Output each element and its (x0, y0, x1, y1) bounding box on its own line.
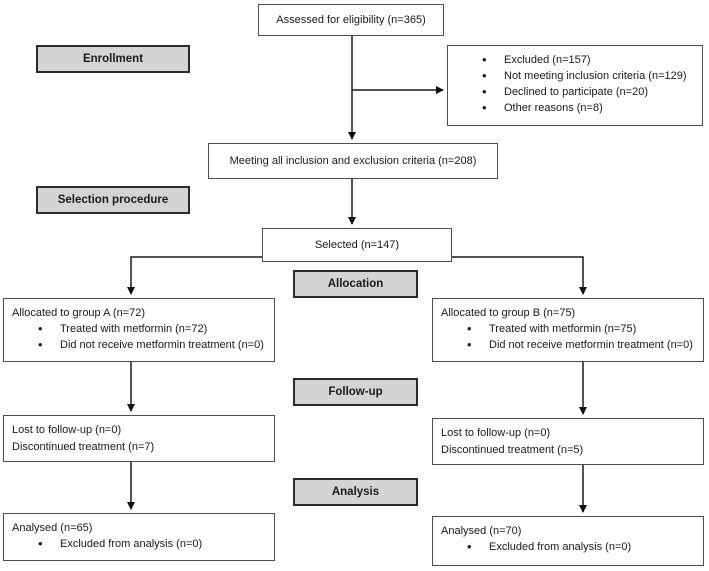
stage-analysis: Analysis (293, 478, 418, 506)
analysed-a-box: Analysed (n=65) Excluded from analysis (… (3, 513, 275, 561)
stage-allocation: Allocation (293, 270, 418, 298)
meeting-criteria-text: Meeting all inclusion and exclusion crit… (229, 155, 477, 167)
followup-a-box: Lost to follow-up (n=0) Discontinued tre… (3, 415, 275, 462)
analysed-a-title: Analysed (n=65) (12, 522, 93, 534)
assessed-box: Assessed for eligibility (n=365) (258, 4, 444, 36)
stage-allocation-text: Allocation (327, 278, 384, 290)
group-b-item: Did not receive metformin treatment (n=0… (467, 337, 695, 353)
connector-selected-to-group-b (452, 256, 587, 295)
stage-selection-procedure: Selection procedure (36, 186, 190, 214)
followup-a-line: Lost to follow-up (n=0) (12, 424, 122, 436)
meeting-criteria-box: Meeting all inclusion and exclusion crit… (208, 143, 498, 179)
excluded-item: Declined to participate (n=20) (482, 84, 694, 100)
group-b-box: Allocated to group B (n=75) Treated with… (432, 298, 704, 362)
stage-analysis-text: Analysis (331, 486, 380, 498)
excluded-item: Excluded (n=157) (482, 52, 694, 68)
followup-b-box: Lost to follow-up (n=0) Discontinued tre… (432, 418, 704, 465)
group-a-item: Did not receive metformin treatment (n=0… (38, 337, 266, 353)
stage-selection-procedure-text: Selection procedure (57, 194, 169, 206)
excluded-item: Not meeting inclusion criteria (n=129) (482, 68, 694, 84)
stage-followup: Follow-up (293, 378, 418, 406)
group-b-item: Treated with metformin (n=75) (467, 321, 695, 337)
analysed-b-box: Analysed (n=70) Excluded from analysis (… (432, 516, 704, 566)
selected-box: Selected (n=147) (262, 228, 452, 262)
group-a-box: Allocated to group A (n=72) Treated with… (3, 298, 275, 362)
connector-selected-to-group-a (127, 256, 262, 295)
excluded-item: Other reasons (n=8) (482, 100, 694, 116)
group-a-title: Allocated to group A (n=72) (12, 307, 146, 319)
followup-a-line: Discontinued treatment (n=7) (12, 441, 155, 453)
stage-enrollment-text: Enrollment (82, 53, 144, 65)
excluded-box: Excluded (n=157) Not meeting inclusion c… (447, 45, 703, 126)
assessed-text: Assessed for eligibility (n=365) (276, 14, 426, 26)
followup-b-line: Lost to follow-up (n=0) (441, 427, 551, 439)
analysed-b-title: Analysed (n=70) (441, 525, 522, 537)
stage-followup-text: Follow-up (328, 386, 383, 398)
stage-enrollment: Enrollment (36, 45, 190, 73)
followup-b-line: Discontinued treatment (n=5) (441, 444, 584, 456)
analysed-a-item: Excluded from analysis (n=0) (38, 536, 266, 552)
group-b-title: Allocated to group B (n=75) (441, 307, 576, 319)
selected-text: Selected (n=147) (314, 239, 400, 251)
analysed-b-item: Excluded from analysis (n=0) (467, 539, 695, 555)
group-a-item: Treated with metformin (n=72) (38, 321, 266, 337)
